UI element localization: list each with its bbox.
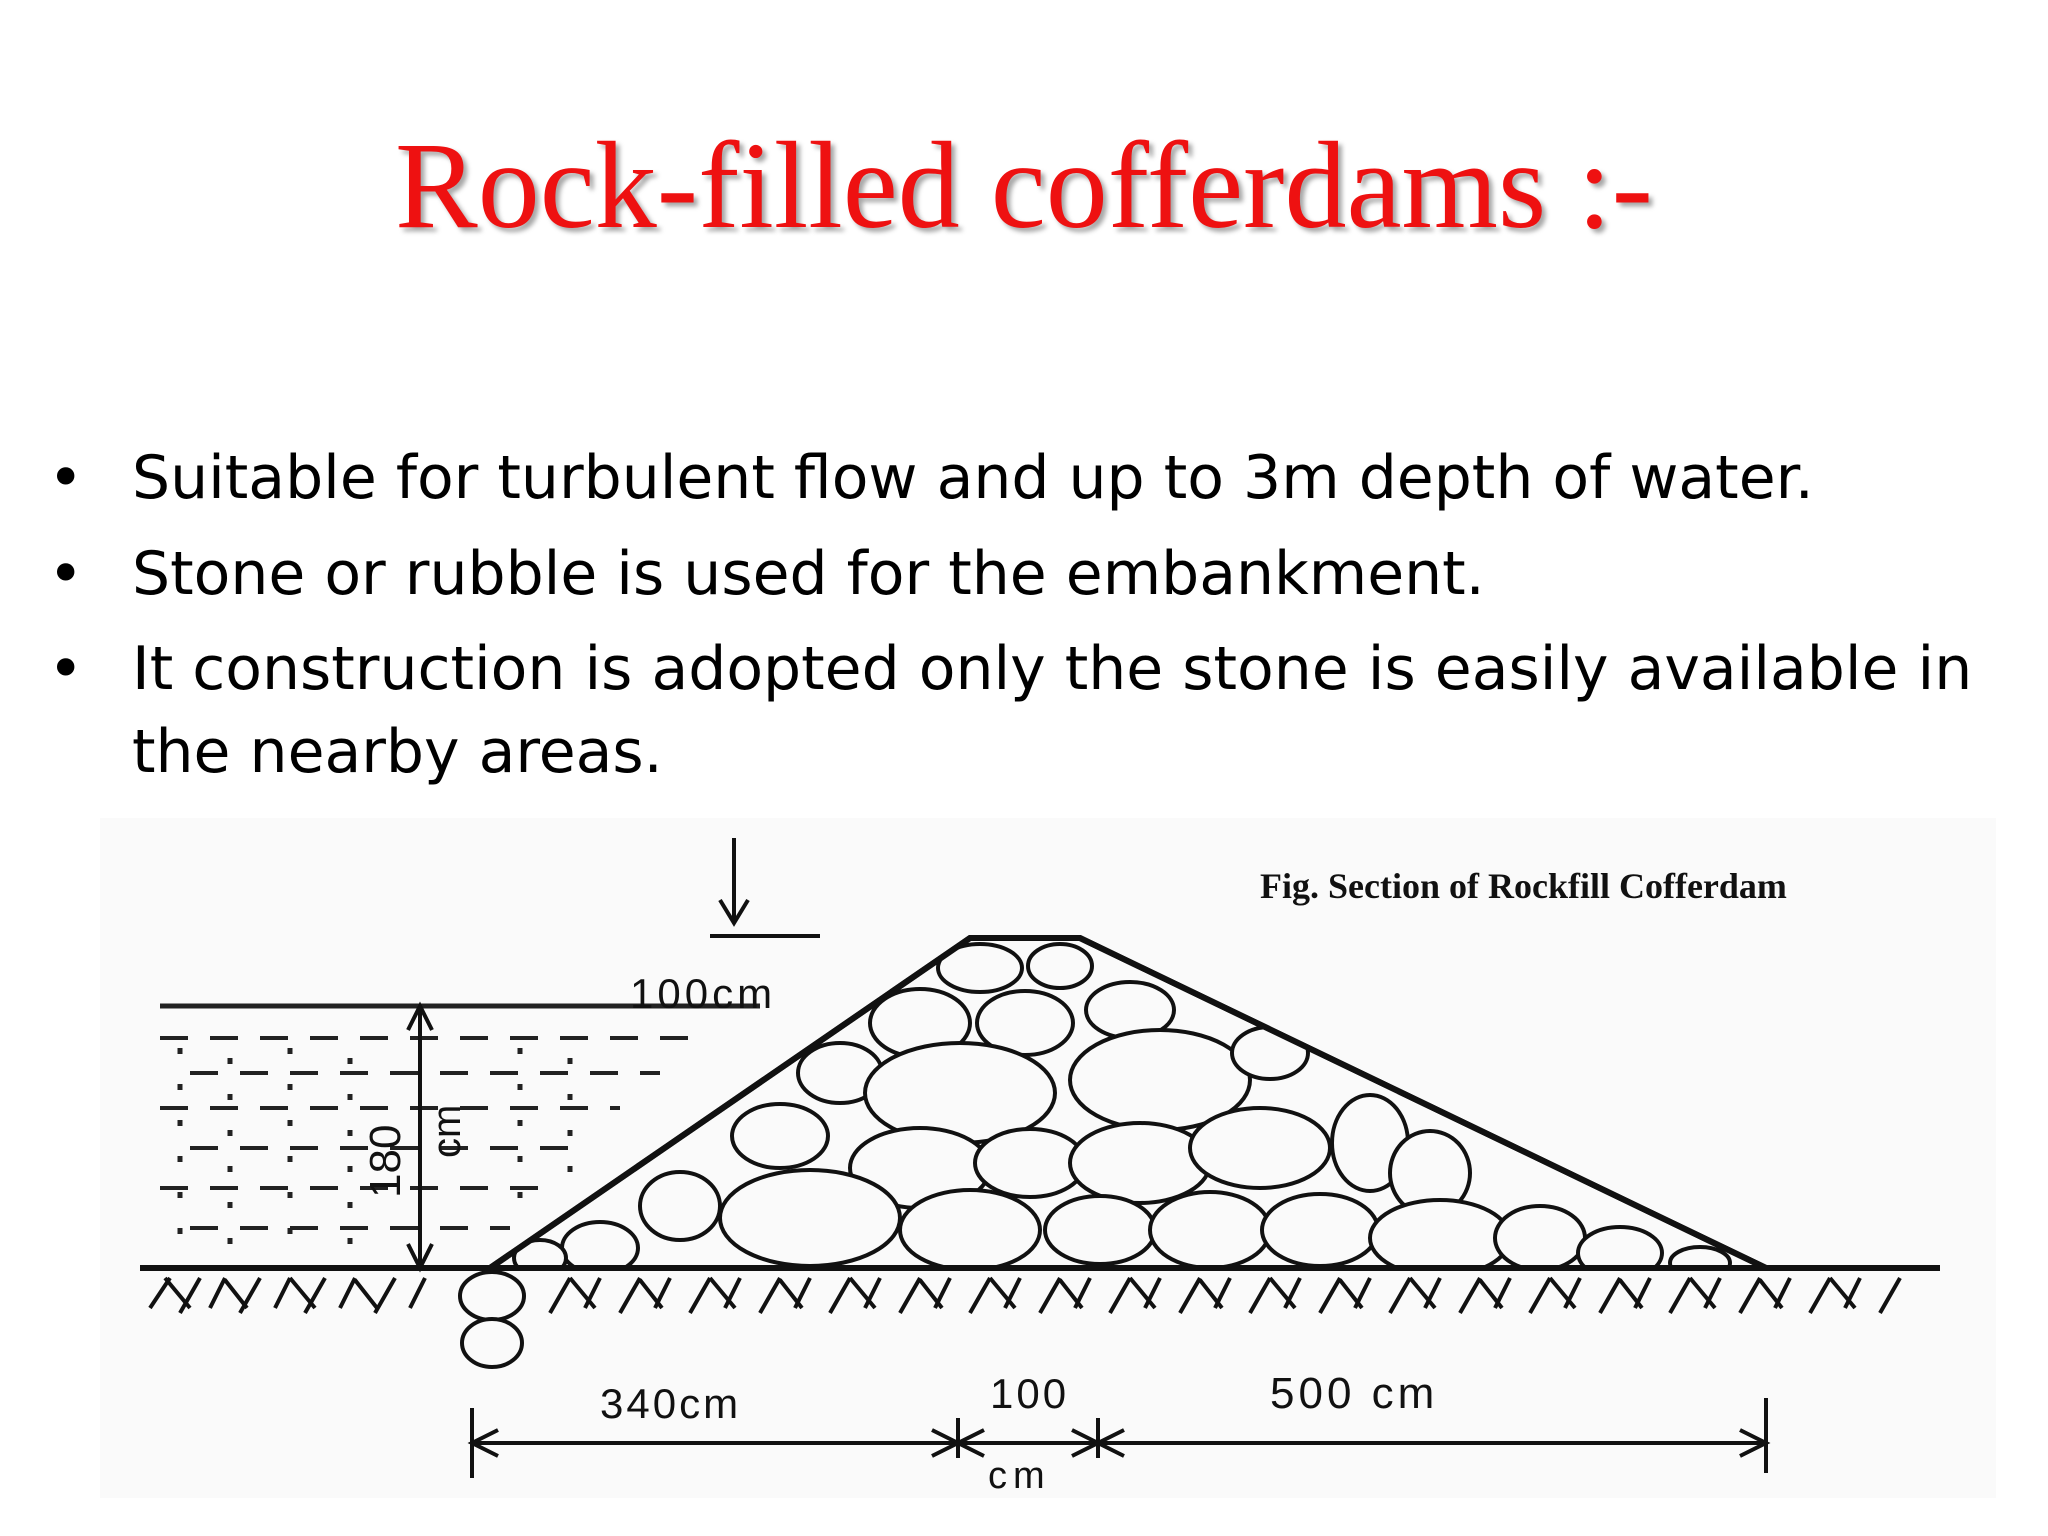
freeboard-label: 100cm xyxy=(630,970,776,1017)
bullet-dot-icon: • xyxy=(48,539,84,609)
bullet-item: • Stone or rubble is used for the embank… xyxy=(48,532,2008,617)
top-width-unit: cm xyxy=(988,1455,1051,1497)
slide-title: Rock-filled cofferdams :- xyxy=(395,117,1653,254)
water-depth-dimension xyxy=(406,1001,434,1273)
downstream-base-label: 500 cm xyxy=(1270,1369,1438,1418)
bullet-text: Stone or rubble is used for the embankme… xyxy=(132,539,1485,609)
rock-fill xyxy=(512,942,1732,1268)
top-width-value: 100 xyxy=(990,1370,1069,1417)
bullet-text: It construction is adopted only the ston… xyxy=(132,634,1973,787)
freeboard-marker xyxy=(710,838,820,938)
water-depth-unit: cm xyxy=(425,1105,469,1158)
toe-stones xyxy=(458,1270,526,1369)
cofferdam-figure: Fig. Section of Rockfill Cofferdam xyxy=(100,818,1996,1498)
water-depth-value: 180 xyxy=(361,1125,410,1198)
base-dimension xyxy=(467,1398,1771,1478)
bullet-list: • Suitable for turbulent flow and up to … xyxy=(48,436,2008,805)
ground xyxy=(140,1265,1940,1314)
bullet-dot-icon: • xyxy=(48,634,84,704)
upstream-base-label: 340cm xyxy=(600,1380,741,1427)
bullet-item: • Suitable for turbulent flow and up to … xyxy=(48,436,2008,521)
bullet-text: Suitable for turbulent flow and up to 3m… xyxy=(132,443,1814,513)
figure-caption: Fig. Section of Rockfill Cofferdam xyxy=(1260,866,1787,906)
bullet-dot-icon: • xyxy=(48,443,84,513)
cofferdam-section-diagram: Fig. Section of Rockfill Cofferdam xyxy=(140,838,1940,1497)
water-body xyxy=(160,1003,760,1258)
bullet-item: • It construction is adopted only the st… xyxy=(48,628,2008,794)
